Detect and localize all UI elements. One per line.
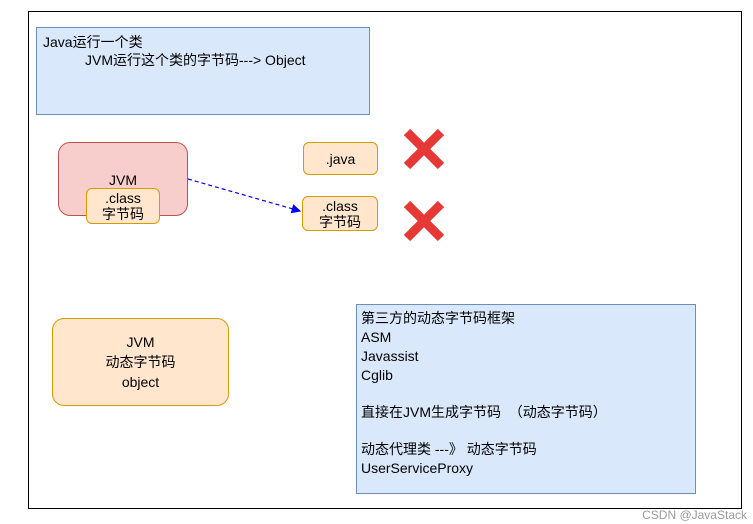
top-note-line1: Java运行一个类 <box>43 34 143 50</box>
frameworks-class: UserServiceProxy <box>361 460 474 476</box>
diagram-frame <box>28 11 742 509</box>
dynamic-line2: 动态字节码 <box>105 354 176 370</box>
frameworks-proxy: 动态代理类 ---》 动态字节码 <box>361 441 537 457</box>
frameworks-title: 第三方的动态字节码框架 <box>361 310 515 326</box>
java-label: .java <box>325 150 356 167</box>
framework-asm: ASM <box>361 329 392 345</box>
top-note-line2: JVM运行这个类的字节码---> Object <box>85 52 306 68</box>
jvm-class-line2: 字节码 <box>102 206 144 222</box>
frameworks-note: 第三方的动态字节码框架 ASM Javassist Cglib 直接在JVM生成… <box>356 304 696 494</box>
red-x-icon <box>403 128 445 170</box>
dynamic-jvm-box: JVM 动态字节码 object <box>52 318 229 406</box>
framework-cglib: Cglib <box>361 367 393 383</box>
class-line1: .class <box>322 197 358 214</box>
jvm-class-box: .class 字节码 <box>86 188 160 224</box>
class-line2: 字节码 <box>319 213 361 230</box>
jvm-title: JVM <box>109 172 137 188</box>
dynamic-line1: JVM <box>126 334 155 350</box>
framework-javassist: Javassist <box>361 348 419 364</box>
java-box: .java <box>303 142 378 175</box>
top-note: Java运行一个类 JVM运行这个类的字节码---> Object <box>36 27 370 115</box>
frameworks-direct: 直接在JVM生成字节码 （动态字节码） <box>361 404 607 420</box>
watermark: CSDN @JavaStack <box>642 508 747 522</box>
red-x-icon <box>403 200 445 242</box>
dynamic-line3: object <box>121 374 160 390</box>
jvm-class-line1: .class <box>105 190 141 206</box>
class-box: .class 字节码 <box>302 196 378 231</box>
